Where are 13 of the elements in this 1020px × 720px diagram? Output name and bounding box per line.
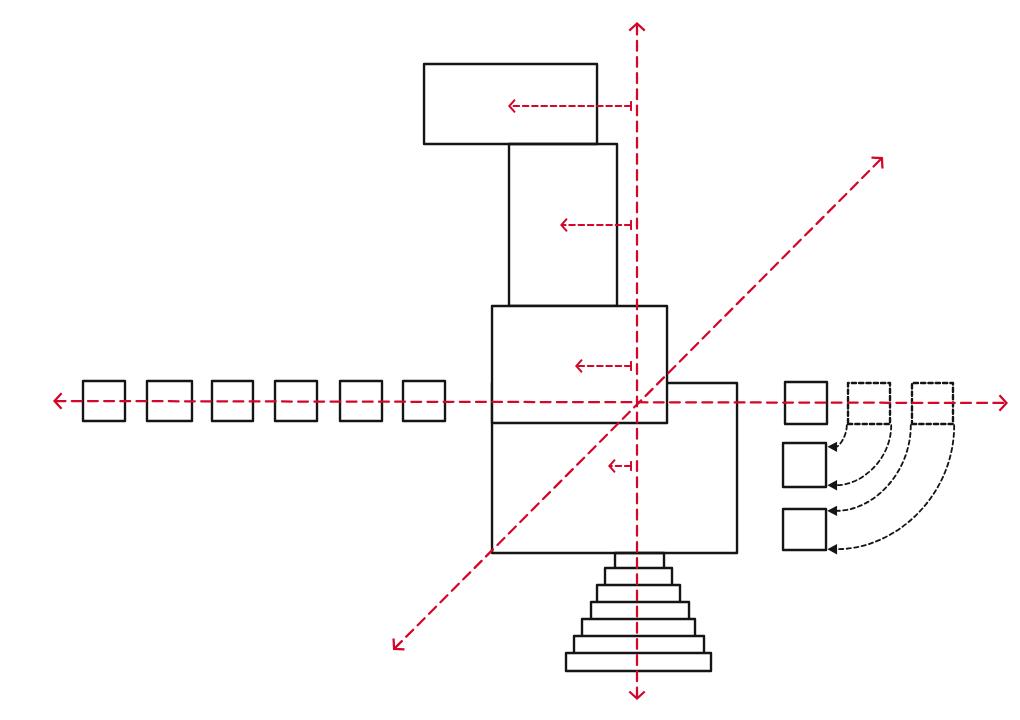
square [781, 507, 828, 552]
square [273, 379, 319, 423]
dashed-square [846, 381, 892, 426]
square [210, 379, 255, 423]
square [781, 441, 828, 489]
block [422, 62, 599, 146]
square [338, 379, 384, 423]
square [783, 380, 829, 426]
square [401, 379, 447, 423]
square [145, 379, 194, 423]
square [81, 379, 127, 423]
dashed-square [910, 381, 955, 426]
block [490, 304, 669, 425]
